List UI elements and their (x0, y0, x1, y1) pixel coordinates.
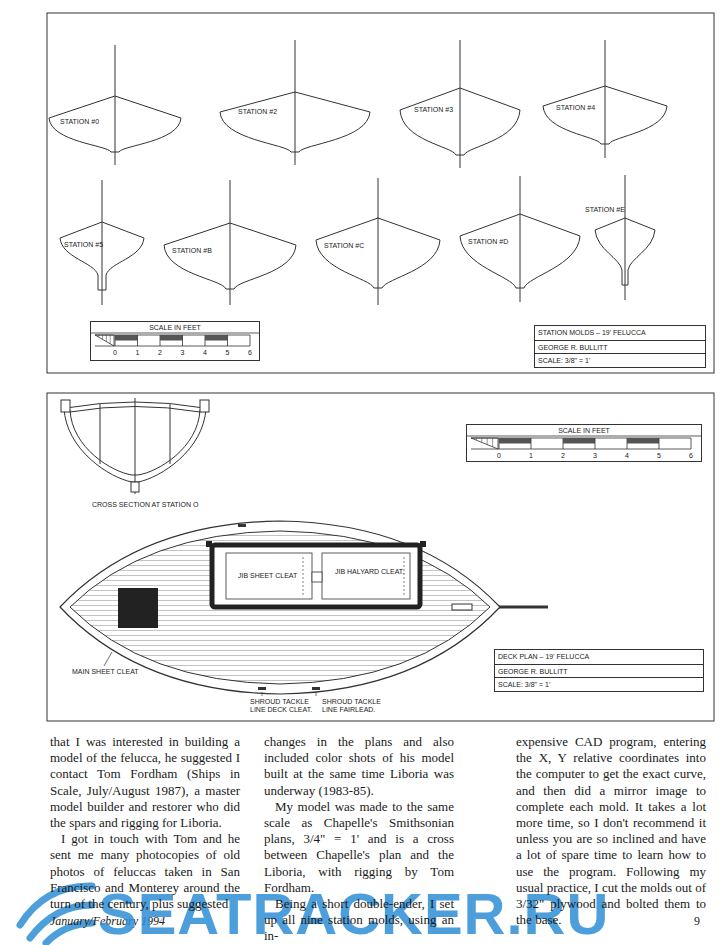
scale-number: 4 (625, 452, 629, 460)
scale-number: 0 (497, 452, 501, 460)
title-block: DECK PLAN – 19' FELUCCAGEORGE R. BULLITT… (494, 649, 704, 692)
scale-number: 1 (529, 452, 533, 460)
scale-number: 3 (593, 452, 597, 460)
cross-section (61, 398, 209, 494)
scale-ruler (227, 335, 228, 346)
scale-number: 1 (136, 349, 140, 357)
title-row: SCALE: 3/8" = 1' (495, 677, 703, 691)
scale-bar-box: SCALE IN FEET 0 1 2 3 4 5 6 (466, 424, 702, 462)
scale-ruler (492, 438, 493, 447)
part-label: SHROUD TACKLE LINE DECK CLEAT. (250, 698, 320, 714)
scale-ruler (95, 346, 250, 347)
scale-heading: SCALE IN FEET (467, 427, 701, 435)
station-label: STATION #C (324, 242, 364, 250)
scale-ruler (95, 335, 114, 346)
scale-ruler (98, 335, 99, 337)
part-label: MAIN SHEET CLEAT (72, 668, 139, 676)
body-paragraph: changes in the plans and also included c… (264, 734, 454, 799)
part-label: JIB HALYARD CLEAT. (335, 568, 404, 576)
title-row: SCALE: 3/8" = 1' (535, 353, 705, 367)
scale-number: 5 (226, 349, 230, 357)
scale-ruler (476, 438, 477, 440)
scale-number: 2 (561, 452, 565, 460)
scale-ruler (691, 438, 692, 449)
scale-ruler (627, 438, 659, 444)
scale-ruler (471, 438, 498, 449)
part-label: SHROUD TACKLE LINE FAIRLEAD. (322, 698, 392, 714)
station-label: STATION #3 (414, 106, 453, 114)
station-molds (49, 40, 667, 305)
scale-ruler (250, 335, 251, 346)
scale-heading: SCALE IN FEET (91, 324, 259, 332)
scale-ruler (659, 438, 660, 449)
part-label: JIB SHEET CLEAT (238, 572, 297, 580)
scale-ruler (102, 335, 103, 339)
scale-ruler (160, 335, 183, 341)
scale-number: 0 (113, 349, 117, 357)
scale-ruler (595, 438, 596, 449)
body-paragraph: that I was interested in building a mode… (50, 734, 240, 831)
scale-ruler (471, 449, 691, 450)
text-column: expensive CAD program, entering the X, Y… (516, 734, 706, 928)
title-row: GEORGE R. BULLITT (495, 664, 703, 678)
scale-ruler (499, 438, 531, 444)
deck-plan (40, 500, 548, 710)
station-label: STATION #0 (60, 118, 99, 126)
scale-number: 3 (181, 349, 185, 357)
scale-number: 4 (203, 349, 207, 357)
station-label: STATION #E (585, 206, 625, 214)
scale-ruler (481, 438, 482, 442)
scale-ruler (531, 438, 532, 449)
station-label: STATION #4 (556, 104, 595, 112)
page-number: 9 (694, 914, 700, 928)
title-row: STATION MOLDS – 19' FELUCCA (535, 326, 705, 340)
scale-number: 5 (657, 452, 661, 460)
scale-ruler (91, 333, 259, 334)
scale-ruler (137, 335, 138, 346)
station-label: STATION #D (468, 238, 508, 246)
scale-ruler (563, 438, 595, 444)
view-caption: CROSS SECTION AT STATION O (92, 501, 198, 509)
title-row: DECK PLAN – 19' FELUCCA (495, 650, 703, 664)
scale-bar-box: SCALE IN FEET 0 1 2 3 4 5 6 (90, 321, 260, 361)
scale-ruler (487, 438, 488, 445)
scale-ruler (467, 436, 701, 437)
body-paragraph: I got in touch with Tom and he sent me m… (50, 831, 240, 912)
body-paragraph: My model was made to the same scale as C… (264, 799, 454, 896)
scale-ruler (205, 335, 228, 341)
panel-frame (47, 13, 714, 373)
scale-ruler (115, 335, 138, 341)
station-label: STATION #B (172, 247, 212, 255)
body-paragraph: expensive CAD program, entering the X, Y… (516, 734, 706, 928)
body-paragraph: Being a short double-ender, I set up all… (264, 896, 454, 945)
scale-number: 6 (248, 349, 252, 357)
station-label: STATION #5 (64, 241, 103, 249)
scale-number: 6 (689, 452, 693, 460)
scale-ruler (110, 335, 111, 344)
text-column: changes in the plans and also included c… (264, 734, 454, 945)
scale-number: 2 (158, 349, 162, 357)
text-column: that I was interested in building a mode… (50, 734, 240, 912)
station-label: STATION #2 (238, 108, 277, 116)
scale-ruler (182, 335, 183, 346)
scale-ruler (106, 335, 107, 342)
title-block: STATION MOLDS – 19' FELUCCAGEORGE R. BUL… (534, 325, 706, 368)
title-row: GEORGE R. BULLITT (535, 340, 705, 354)
